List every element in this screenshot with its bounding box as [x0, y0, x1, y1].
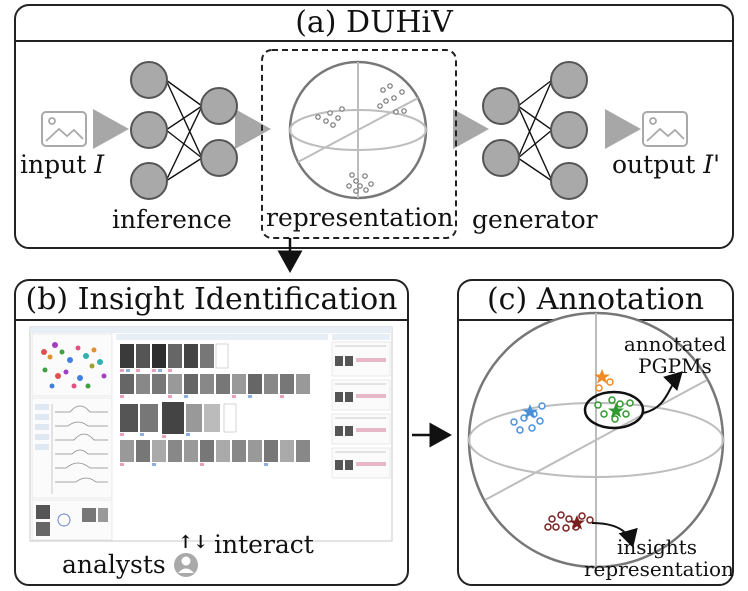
annotated-pgpms-label: annotated PGPMs: [622, 333, 728, 377]
insights-star-icon: [569, 515, 585, 530]
annotated-label-line2: PGPMs: [638, 354, 712, 378]
orange-cluster: [595, 378, 614, 392]
generator-label: generator: [472, 205, 598, 234]
inference-nodes: [130, 61, 238, 200]
orange-star-icon: [594, 369, 610, 384]
panel-c-title: (c) Annotation: [486, 282, 705, 317]
panel-a-title: (a) DUHiV: [295, 5, 453, 40]
representation-label: representation: [266, 203, 454, 232]
output-symbol: I': [703, 150, 721, 179]
representation-dashed-box: [261, 49, 457, 239]
output-label: output I': [612, 150, 720, 180]
system-interface-thumbnail: [29, 326, 393, 542]
annotated-cluster-outline: [583, 390, 645, 430]
input-label: input I: [20, 150, 104, 180]
inference-network: [165, 79, 203, 182]
generator-network: [517, 79, 553, 182]
green-cluster: [594, 396, 634, 423]
blue-cluster: [510, 402, 546, 434]
insights-label-line1: insights: [617, 535, 697, 559]
annotated-label-line1: annotated: [623, 332, 727, 356]
thumbnail-tiles: [120, 343, 310, 462]
representation-sphere: [288, 60, 428, 200]
analyst-user-icon: [174, 553, 198, 577]
input-label-text: input: [20, 150, 95, 179]
output-image-icon: [642, 111, 688, 147]
panel-b-title: (b) Insight Identification: [25, 282, 398, 317]
input-symbol: I: [94, 150, 105, 179]
insights-pointer-arrow: [591, 522, 638, 548]
blue-star-icon: [522, 404, 538, 419]
insights-label-line2: representation: [584, 557, 734, 581]
input-image-icon: [41, 111, 87, 147]
green-star-icon: [608, 403, 624, 418]
interact-label: interact: [214, 530, 314, 559]
insights-representation-label: insights representation: [584, 535, 734, 581]
interact-arrows-icon: ↑↓: [178, 532, 209, 553]
insights-cluster: [544, 511, 594, 532]
analysts-label: analysts: [62, 550, 166, 579]
annotation-sphere: [467, 311, 725, 569]
generator-nodes: [482, 61, 588, 200]
annotated-pointer-arrow: [642, 371, 683, 414]
inference-label: inference: [112, 205, 232, 234]
output-label-text: output: [612, 150, 704, 179]
